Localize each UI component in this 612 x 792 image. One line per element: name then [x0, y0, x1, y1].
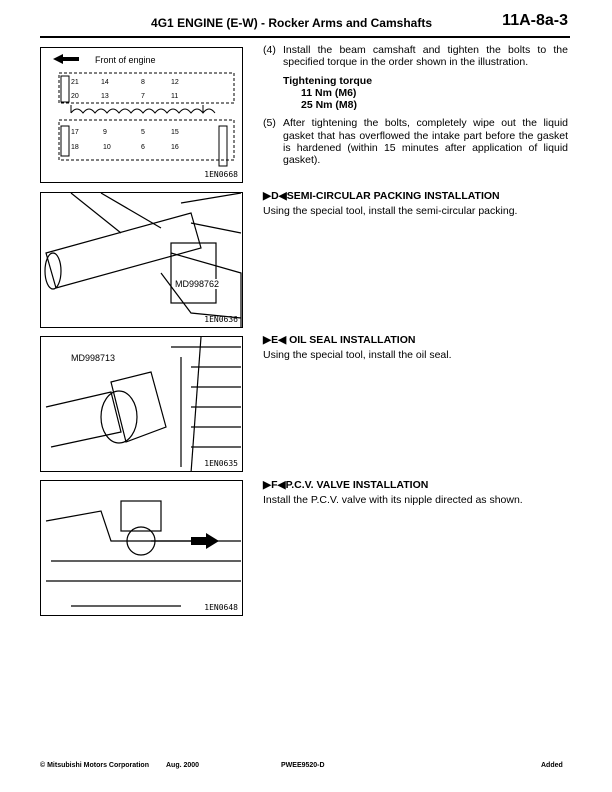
- header-title: 4G1 ENGINE (E-W) - Rocker Arms and Camsh…: [151, 16, 432, 30]
- step-list: (4) Install the beam camshaft and tighten…: [263, 44, 568, 167]
- camshaft-bolt-diagram: 21 14 8 12 20 13 7 11 17 9 5 15 18 10 6 16: [53, 54, 235, 167]
- oil-seal-tool-illustration: [45, 337, 241, 471]
- page-number: 11A-8a-3: [502, 12, 568, 29]
- figure-code: 1EN0668: [204, 170, 238, 179]
- svg-text:12: 12: [171, 79, 179, 86]
- torque-value: 25 Nm (M8): [301, 99, 358, 112]
- section-text: Using the special tool, install the semi…: [263, 205, 518, 218]
- figure-oil-seal-install: MD998713 1EN0635: [40, 336, 243, 472]
- figure-bolt-order: 21 14 8 12 20 13 7 11 17 9 5 15 18 10 6 16 Front of …: [40, 47, 243, 183]
- torque-title: Tightening torque: [283, 74, 373, 87]
- svg-text:16: 16: [171, 144, 179, 151]
- torque-value: 11 Nm (M6): [301, 86, 357, 99]
- section-text: Install the P.C.V. valve with its nipple…: [263, 494, 523, 507]
- svg-text:20: 20: [71, 93, 79, 100]
- svg-text:11: 11: [171, 93, 178, 100]
- tool-label: MD998713: [71, 353, 116, 363]
- svg-text:10: 10: [103, 144, 111, 151]
- arrow-right-icon: [191, 533, 219, 549]
- page-header: 4G1 ENGINE (E-W) - Rocker Arms and Camsh…: [40, 12, 570, 38]
- svg-text:7: 7: [141, 93, 145, 100]
- packing-tool-illustration: [44, 193, 242, 327]
- section-title: SEMI-CIRCULAR PACKING INSTALLATION: [286, 190, 500, 202]
- step-text: After tightening the bolts, completely w…: [283, 117, 568, 167]
- figure-label: Front of engine: [95, 55, 156, 65]
- svg-text:15: 15: [171, 129, 179, 136]
- footer-copyright: © Mitsubishi Motors Corporation: [40, 762, 149, 769]
- step-text: Install the beam camshaft and tighten th…: [283, 44, 568, 69]
- section-marker: ▶F◀: [263, 479, 286, 491]
- svg-text:6: 6: [141, 144, 145, 151]
- footer-doc-number: PWEE9520-D: [281, 762, 325, 769]
- step-5: (5) After tightening the bolts, completel…: [263, 117, 568, 166]
- svg-text:13: 13: [101, 93, 109, 100]
- tool-label: MD998762: [175, 279, 220, 289]
- section-title: P.C.V. VALVE INSTALLATION: [285, 479, 429, 491]
- footer-status: Added: [541, 762, 563, 769]
- svg-text:17: 17: [71, 129, 79, 136]
- step-number: (5): [263, 117, 276, 130]
- section-marker: ▶D◀: [263, 190, 287, 202]
- svg-text:8: 8: [141, 79, 145, 86]
- svg-text:14: 14: [101, 79, 109, 86]
- svg-text:5: 5: [141, 129, 145, 136]
- figure-code: 1EN0636: [204, 315, 238, 324]
- svg-text:18: 18: [71, 144, 79, 151]
- figure-packing-install: MD998762 1EN0636: [40, 192, 243, 328]
- figure-code: 1EN0648: [204, 603, 238, 612]
- section-f: ▶F◀P.C.V. VALVE INSTALLATION Install the…: [263, 479, 568, 507]
- arrow-left-icon: [53, 54, 79, 64]
- pcv-valve-illustration: [45, 500, 241, 607]
- svg-text:21: 21: [71, 79, 79, 86]
- svg-text:9: 9: [103, 129, 107, 136]
- figure-code: 1EN0635: [204, 459, 238, 468]
- step-number: (4): [263, 44, 276, 56]
- figure-pcv-valve: 1EN0648: [40, 480, 243, 616]
- torque-spec: Tightening torque 11 Nm (M6) 25 Nm (M8): [283, 75, 568, 112]
- section-title: OIL SEAL INSTALLATION: [289, 334, 416, 346]
- footer-date: Aug. 2000: [166, 762, 200, 769]
- section-d: ▶D◀SEMI-CIRCULAR PACKING INSTALLATION Us…: [263, 190, 568, 218]
- section-e: ▶E◀ OIL SEAL INSTALLATION Using the spec…: [263, 334, 568, 362]
- section-marker: ▶E◀: [263, 334, 287, 346]
- step-4: (4) Install the beam camshaft and tighten…: [263, 44, 568, 69]
- section-text: Using the special tool, install the oil …: [263, 349, 452, 362]
